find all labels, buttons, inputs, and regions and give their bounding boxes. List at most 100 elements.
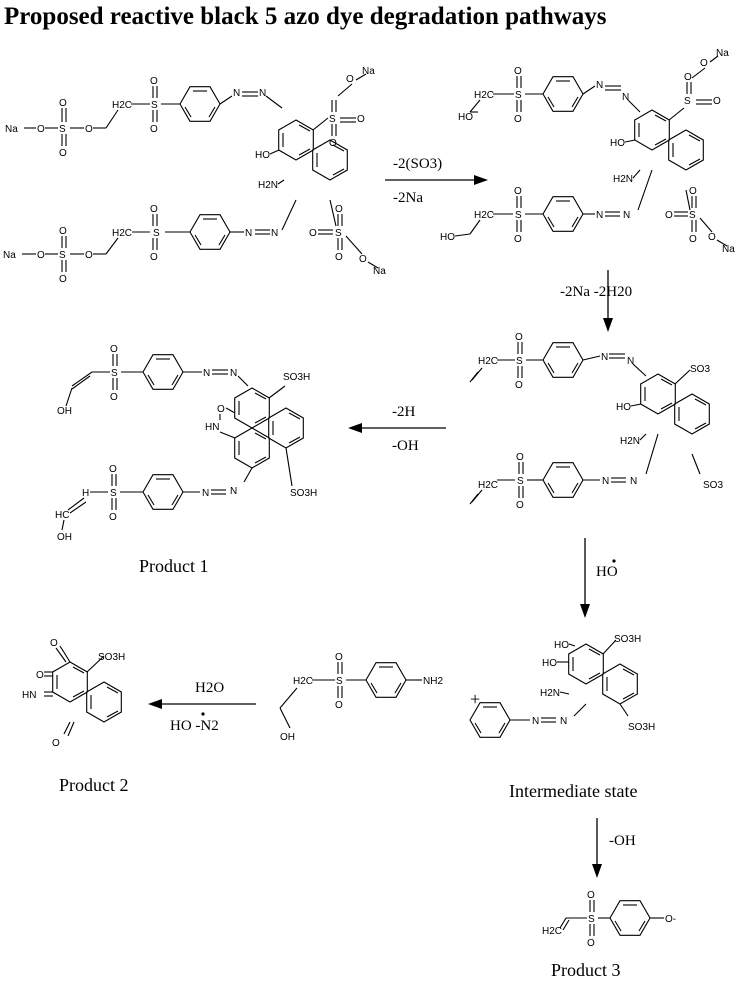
atom-label: O [110, 392, 118, 403]
atom-label: N [560, 716, 567, 727]
atom-label: O [665, 210, 673, 221]
atom-label: O [85, 124, 93, 135]
atom-label: O [335, 204, 343, 215]
atom-label: SO3 [690, 364, 710, 375]
atom-label: O [335, 652, 343, 663]
step-condition: -OH [392, 438, 419, 454]
atom-label: O [684, 72, 692, 83]
step-condition: HO [596, 564, 618, 580]
atom-label: O [59, 98, 67, 109]
atom-label: N [630, 476, 637, 487]
atom-label: S [59, 250, 66, 261]
atom-label: SO3H [283, 372, 310, 383]
atom-label: N [202, 488, 209, 499]
atom-label: HO [616, 402, 631, 413]
atom-label: O [689, 234, 697, 245]
atom-label: Na [373, 266, 386, 277]
atom-label: N [602, 476, 609, 487]
atom-label: N [601, 352, 608, 363]
atom-label: O [713, 96, 721, 107]
atom-label: OH [57, 532, 72, 543]
atom-label: N [532, 716, 539, 727]
atom-label: N [271, 228, 278, 239]
atom-label: O [150, 204, 158, 215]
atom-label: N [627, 356, 634, 367]
reactive-black-5-structure: Na O S O O O H2C S O O N N HO H2N [3, 66, 386, 285]
atom-label: HC [55, 510, 69, 521]
atom-label: O [514, 66, 522, 77]
atom-label: N [596, 80, 603, 91]
step-arrow-2: -2Na -2H20 [560, 270, 632, 332]
product-3-structure: H2C S O O O- [542, 890, 676, 949]
atom-label: N [233, 88, 240, 99]
atom-label: O [515, 332, 523, 343]
atom-label: H2C [478, 356, 498, 367]
atom-label: SO3 [703, 480, 723, 491]
atom-label: O [36, 670, 44, 681]
atom-label: H2N [540, 688, 560, 699]
step-arrow-5: H2O HO -N2 [148, 680, 256, 734]
atom-label: S [336, 676, 343, 687]
hydroxyethyl-intermediate-structure: H2C HO S O O N N HO H2N S O O O Na N [440, 48, 735, 255]
product-2-label: Product 2 [59, 775, 129, 795]
atom-label: S [515, 90, 522, 101]
atom-label: S [153, 228, 160, 239]
aminophenyl-sulfone-structure: H2C OH S O O NH2 [279, 652, 443, 743]
atom-label: Na [5, 124, 18, 135]
atom-label: H2C [542, 926, 562, 937]
atom-label: O [109, 512, 117, 523]
step-arrow-6: -OH [592, 818, 636, 878]
atom-label: O [516, 500, 524, 511]
atom-label: O [110, 344, 118, 355]
radical-dot [612, 559, 616, 563]
atom-label: N [622, 92, 629, 103]
product-2-structure: O O SO3H HN O [22, 638, 125, 749]
atom-label: H2C [474, 90, 494, 101]
atom-label: O [37, 124, 45, 135]
atom-label: N [203, 368, 210, 379]
atom-label: O [50, 638, 58, 649]
atom-label: O [700, 58, 708, 69]
step-arrow-3: -2H -OH [348, 404, 446, 454]
atom-label: O [357, 114, 365, 125]
atom-label: O [85, 250, 93, 261]
atom-label: SO3H [628, 722, 655, 733]
atom-label: S [110, 488, 117, 499]
atom-label: O [217, 404, 225, 415]
atom-label: HO [255, 150, 270, 161]
atom-label: OH [280, 732, 295, 743]
atom-label: HN [22, 690, 36, 701]
atom-label: SO3H [290, 488, 317, 499]
radical-dot [201, 712, 205, 716]
atom-label: Na [716, 48, 729, 59]
step-condition: H2O [195, 680, 224, 696]
atom-label: S [588, 914, 595, 925]
atom-label: SO3H [614, 634, 641, 645]
atom-label: N [596, 210, 603, 221]
atom-label: O [329, 138, 337, 149]
atom-label: O [689, 186, 697, 197]
atom-label: O [514, 186, 522, 197]
atom-label: HO [542, 658, 557, 669]
atom-label: O [587, 938, 595, 949]
atom-label: H2N [620, 436, 640, 447]
atom-label: SO3H [98, 652, 125, 663]
atom-label: O [37, 250, 45, 261]
atom-label: O [587, 890, 595, 901]
atom-label: S [517, 476, 524, 487]
atom-label: H2N [613, 174, 633, 185]
atom-label: S [689, 210, 696, 221]
atom-label: N [623, 210, 630, 221]
atom-label: O [335, 700, 343, 711]
atom-label: O- [665, 914, 676, 925]
atom-label: O [515, 380, 523, 391]
atom-label: O [150, 252, 158, 263]
atom-label: O [59, 226, 67, 237]
atom-label: HO [458, 112, 473, 123]
atom-label: S [111, 368, 118, 379]
atom-label: O [346, 74, 354, 85]
atom-label: O [359, 254, 367, 265]
atom-label: O [514, 234, 522, 245]
atom-label: H2C [478, 480, 498, 491]
